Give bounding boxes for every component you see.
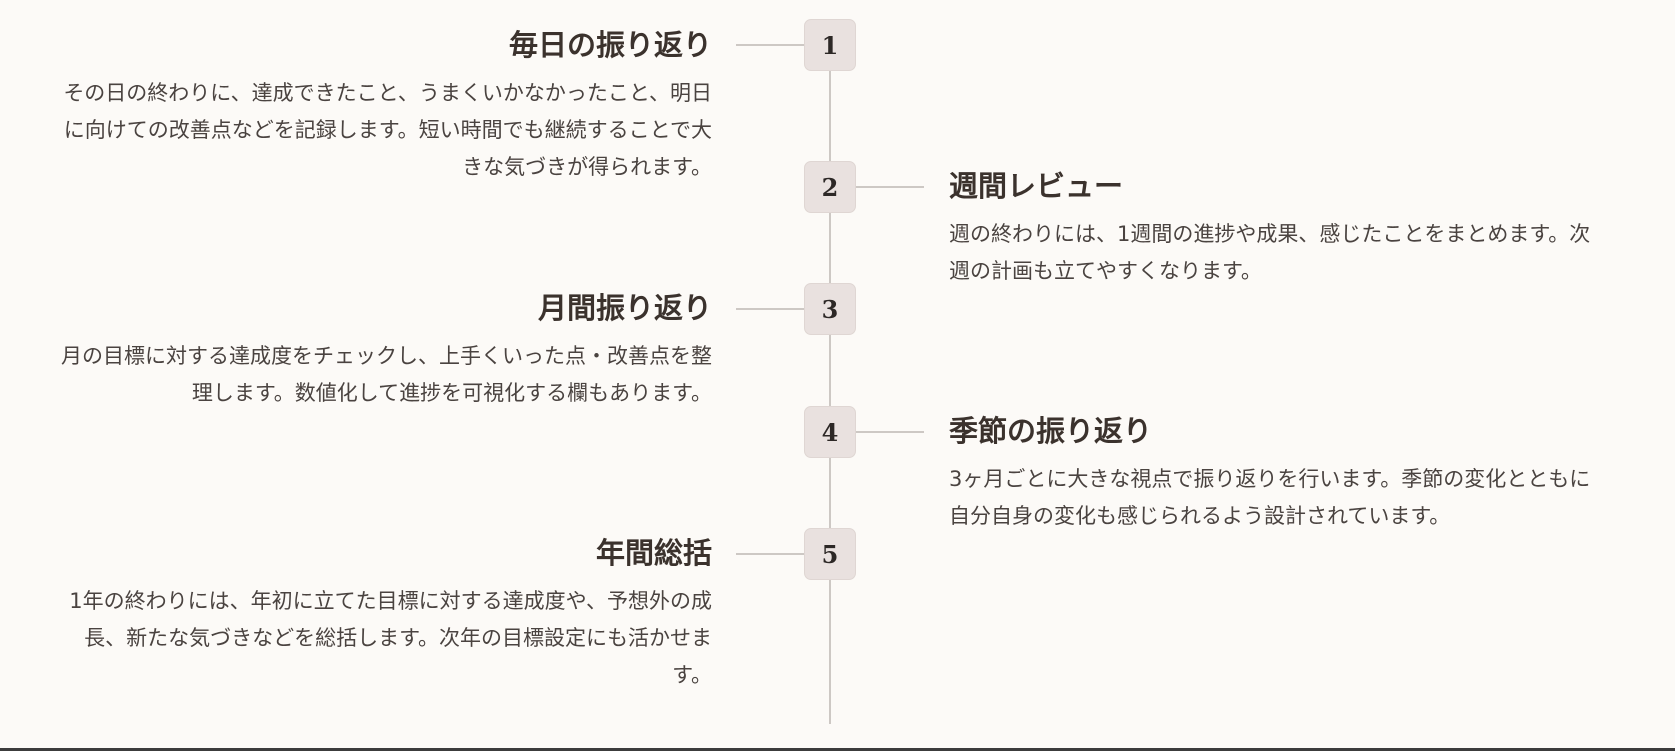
step-4-connector [856,431,924,433]
step-4-number-badge: 4 [804,406,856,458]
step-1-number-badge: 1 [804,19,856,71]
step-1-connector [736,44,804,46]
step-5-number-badge: 5 [804,528,856,580]
step-5-title: 年間総括 [595,536,712,570]
step-2-title: 週間レビュー [949,169,1124,203]
step-1-description: その日の終わりに、達成できたこと、うまくいかなかったこと、明日に向けての改善点な… [63,81,712,179]
step-3-number-badge: 3 [804,283,856,335]
step-1-entry: 毎日の振り返り その日の終わりに、達成できたこと、うまくいかなかったこと、明日に… [57,25,712,186]
step-5-description: 1年の終わりには、年初に立てた目標に対する達成度や、予想外の成長、新たな気づきな… [69,589,712,687]
step-1-title: 毎日の振り返り [508,28,712,62]
step-3-title: 月間振り返り [537,291,712,325]
step-2-description: 週の終わりには、1週間の進捗や成果、感じたことをまとめます。次週の計画も立てやす… [949,222,1591,283]
bottom-border [0,748,1675,751]
step-2-entry: 週間レビュー 週の終わりには、1週間の進捗や成果、感じたことをまとめます。次週の… [949,166,1604,290]
step-2-number-badge: 2 [804,161,856,213]
step-2-connector [856,186,924,188]
step-4-description: 3ヶ月ごとに大きな視点で振り返りを行います。季節の変化とともに自分自身の変化も感… [949,467,1591,528]
timeline-axis-line [829,40,831,724]
step-3-description: 月の目標に対する達成度をチェックし、上手くいった点・改善点を整理します。数値化し… [61,344,712,405]
step-5-connector [736,553,804,555]
step-3-entry: 月間振り返り 月の目標に対する達成度をチェックし、上手くいった点・改善点を整理し… [57,288,712,412]
step-4-entry: 季節の振り返り 3ヶ月ごとに大きな視点で振り返りを行います。季節の変化とともに自… [949,411,1604,535]
step-4-title: 季節の振り返り [949,414,1153,448]
step-3-connector [736,308,804,310]
step-5-entry: 年間総括 1年の終わりには、年初に立てた目標に対する達成度や、予想外の成長、新た… [57,533,712,694]
